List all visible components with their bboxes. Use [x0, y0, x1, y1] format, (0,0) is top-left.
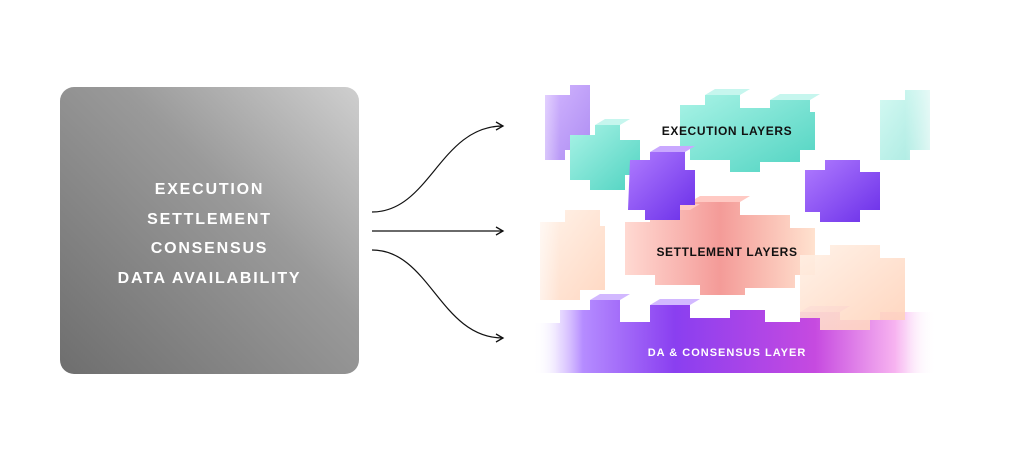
- function-consensus: CONSENSUS: [150, 240, 269, 257]
- monolithic-functions-list: EXECUTION SETTLEMENT CONSENSUS DATA AVAI…: [60, 175, 359, 293]
- arrow-to-da-consensus: [371, 249, 505, 343]
- execution-layers-label: EXECUTION LAYERS: [661, 124, 793, 138]
- arrow-to-execution: [371, 121, 505, 213]
- monolithic-chain-box: EXECUTION SETTLEMENT CONSENSUS DATA AVAI…: [60, 87, 359, 374]
- right-fade: [905, 80, 945, 380]
- function-execution: EXECUTION: [154, 181, 265, 198]
- left-fade: [520, 80, 560, 380]
- settlement-layers-label: SETTLEMENT LAYERS: [656, 245, 798, 259]
- function-settlement: SETTLEMENT: [147, 210, 272, 228]
- function-data-availability: DATA AVAILABILITY: [117, 269, 302, 287]
- da-consensus-layer-label: DA & CONSENSUS LAYER: [647, 347, 807, 359]
- split-arrows: [371, 121, 505, 343]
